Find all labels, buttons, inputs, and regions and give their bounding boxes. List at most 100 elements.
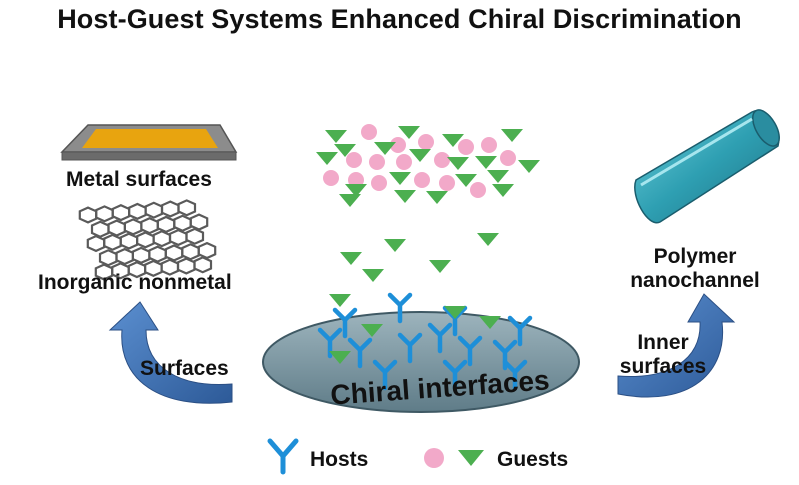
host-molecule <box>457 335 483 367</box>
host-molecule <box>427 322 453 354</box>
graphene-hexagon <box>123 218 143 236</box>
graphene-hexagon <box>185 227 205 245</box>
guest-circle <box>458 139 474 155</box>
graphene-hexagon <box>115 247 134 266</box>
guest-circle <box>470 182 486 198</box>
graphene-hexagon <box>95 205 114 223</box>
host-molecule <box>317 327 343 359</box>
legend-host-icon <box>267 438 299 475</box>
graphene-hexagon <box>181 243 200 261</box>
guest-triangle <box>447 157 469 170</box>
guest-triangle <box>429 260 451 273</box>
graphene-hexagon <box>103 233 122 251</box>
graphene-hexagon <box>140 216 159 235</box>
label-metal-surfaces: Metal surfaces <box>66 168 212 191</box>
guest-circle <box>390 137 406 153</box>
label-polymer-nanochannel: Polymer nanochannel <box>615 245 775 293</box>
guest-triangle <box>426 191 448 204</box>
graphene-hexagon <box>78 206 98 224</box>
legend-guests-label: Guests <box>497 448 569 471</box>
graphene-hexagon <box>197 241 217 260</box>
guest-circle <box>396 154 412 170</box>
guest-triangle <box>455 174 477 187</box>
guest-circle <box>439 175 455 191</box>
host-molecule <box>372 359 398 391</box>
guest-triangle <box>339 194 361 207</box>
guest-circle <box>414 172 430 188</box>
guest-triangle <box>329 351 351 364</box>
graphene-hexagon <box>111 203 131 222</box>
guest-molecules <box>316 124 540 364</box>
guest-triangle <box>444 306 466 319</box>
guest-triangle <box>518 160 540 173</box>
guest-circle <box>361 124 377 140</box>
guest-triangle <box>316 152 338 165</box>
host-molecule <box>347 337 373 369</box>
polymer-nanochannel-tube <box>634 109 780 224</box>
graphene-hexagon <box>168 228 188 247</box>
guest-triangle <box>477 233 499 246</box>
graphene-hexagon <box>131 246 151 265</box>
host-molecule <box>387 292 413 324</box>
guest-triangle <box>362 269 384 282</box>
guest-triangle <box>334 144 356 157</box>
guest-triangle <box>384 239 406 252</box>
guest-circle <box>371 175 387 191</box>
label-surfaces: Surfaces <box>140 357 229 380</box>
graphene-hexagon <box>90 220 110 238</box>
diagram-title: Host-Guest Systems Enhanced Chiral Discr… <box>57 4 742 34</box>
left-curved-arrow <box>108 301 233 404</box>
graphene-hexagon <box>119 232 139 250</box>
label-polymer: Polymer <box>653 245 737 268</box>
graphene-hexagon <box>156 215 176 234</box>
chiral-interface-disk <box>262 311 580 413</box>
guest-circle <box>346 152 362 168</box>
guest-circle <box>500 150 516 166</box>
graphene-hexagon <box>160 200 180 218</box>
legend-guest-circle-icon <box>424 448 444 468</box>
host-molecule <box>502 359 528 391</box>
guest-triangle <box>487 170 509 183</box>
guest-triangle <box>442 134 464 147</box>
right-curved-arrow <box>617 293 736 398</box>
graphene-lattice <box>78 199 217 281</box>
guest-triangle <box>374 142 396 155</box>
guest-triangle <box>398 126 420 139</box>
graphene-hexagon <box>98 249 118 267</box>
guest-triangle <box>394 190 416 203</box>
host-molecule <box>397 332 423 364</box>
guest-circle <box>323 170 339 186</box>
legend-hosts-label: Hosts <box>310 448 369 471</box>
guest-triangle <box>492 184 514 197</box>
graphene-hexagon <box>193 256 213 274</box>
graphene-hexagon <box>177 199 197 217</box>
graphene-hexagon <box>144 201 164 219</box>
graphene-hexagon <box>173 214 192 232</box>
guest-triangle <box>345 184 367 197</box>
guest-circle <box>418 134 434 150</box>
metal-surface-plate <box>60 124 238 161</box>
label-inorganic-nonmetal: Inorganic nonmetal <box>38 271 232 294</box>
guest-triangle <box>389 172 411 185</box>
guest-triangle <box>409 149 431 162</box>
host-molecule <box>507 315 533 347</box>
graphene-hexagon <box>136 231 155 249</box>
graphene-hexagon <box>164 244 184 262</box>
host-molecule <box>442 359 468 391</box>
guest-circle <box>434 152 450 168</box>
legend-guest-triangle-icon <box>458 450 484 466</box>
graphene-hexagon <box>86 234 106 253</box>
host-molecules <box>317 292 533 391</box>
label-inner: Inner <box>637 331 689 354</box>
guest-triangle <box>329 294 351 307</box>
label-inner-surfaces-line2: surfaces <box>619 355 707 378</box>
guest-triangle <box>361 324 383 337</box>
guest-circle <box>481 137 497 153</box>
graphene-hexagon <box>189 213 209 231</box>
graphene-hexagon <box>152 230 172 248</box>
host-molecule <box>332 307 358 339</box>
graphene-hexagon <box>107 219 127 237</box>
label-nanochannel: nanochannel <box>630 269 760 292</box>
